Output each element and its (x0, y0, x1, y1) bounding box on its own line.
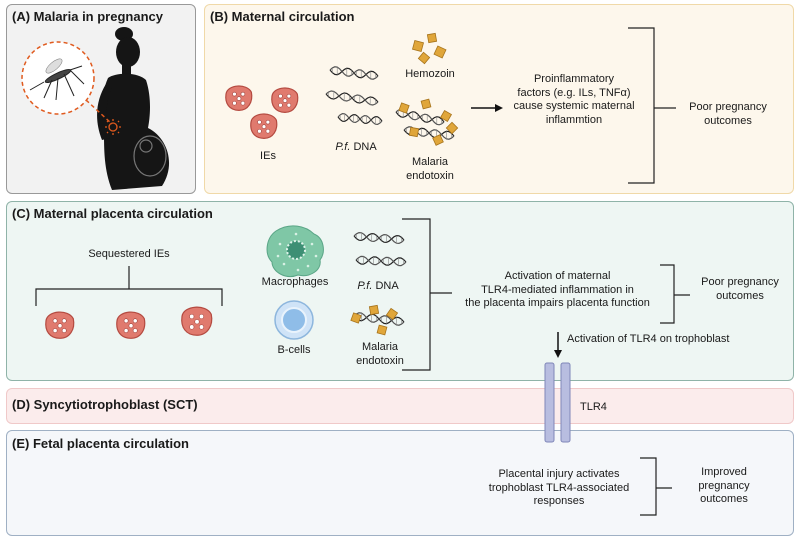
fetus-icon (133, 135, 167, 177)
hemozoin-label: Hemozoin (405, 68, 455, 80)
pf-dna-icon (325, 66, 383, 126)
bracket (640, 457, 672, 516)
mosquito-icon (21, 41, 113, 125)
panel-a-title: (A) Malaria in pregnancy (12, 9, 163, 24)
sequestered-ies-label: Sequestered IEs (88, 248, 170, 260)
pf-dna-icon (353, 231, 407, 267)
bracket (660, 264, 690, 324)
hemozoin-icon (411, 32, 447, 65)
sequestered-ies-icon (45, 306, 213, 339)
b-cells-label: B-cells (277, 344, 311, 356)
arrow-right-icon (471, 104, 503, 112)
panel-b-title: (B) Maternal circulation (210, 9, 355, 24)
panel-e (6, 430, 794, 536)
ies-label: IEs (260, 150, 276, 162)
pf-dna-label: P.f. DNA (357, 280, 399, 292)
infected-erythrocytes-icon (225, 85, 299, 139)
malaria-endotoxin-icon (350, 304, 405, 336)
pf-dna-label: P.f. DNA (335, 141, 377, 153)
panel-c-title: (C) Maternal placenta circulation (12, 206, 213, 221)
bracket (628, 27, 676, 184)
panel-d-title: (D) Syncytiotrophoblast (SCT) (12, 397, 198, 412)
tlr4-label: TLR4 (580, 401, 607, 413)
panel-b (204, 4, 794, 194)
malaria-endotoxin-icon (395, 98, 459, 146)
macrophages-label: Macrophages (261, 276, 329, 288)
trophoblast-activation-label: Activation of TLR4 on trophoblast (567, 333, 730, 345)
bracket (402, 218, 452, 371)
panel-e-title: (E) Fetal placenta circulation (12, 436, 189, 451)
macrophage-icon (266, 225, 324, 277)
panel-c (6, 201, 794, 381)
bite-site-icon (105, 119, 121, 135)
b-cell-icon (274, 300, 314, 340)
arrow-down-icon (554, 332, 562, 358)
sequestered-bracket (35, 266, 223, 306)
pregnant-woman-illustration (97, 27, 170, 190)
panel-d (6, 388, 794, 424)
